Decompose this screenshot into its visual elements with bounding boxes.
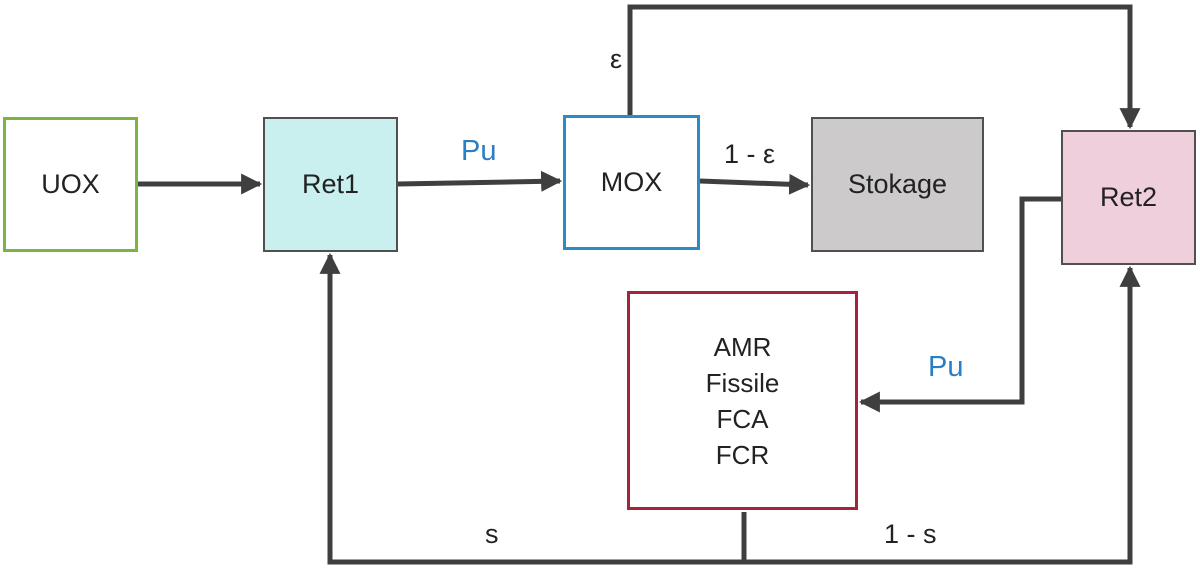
node-uox-label: UOX xyxy=(41,169,100,199)
arrow-ret2-to-reactor xyxy=(858,196,1061,413)
edge-label-reactor-ret2: 1 - s xyxy=(884,519,937,549)
reactor-line-amr: AMR xyxy=(713,331,772,362)
arrow-reactor-to-ret2 xyxy=(744,265,1141,565)
node-mox-label: MOX xyxy=(600,167,663,197)
reactor-line-fcr: FCR xyxy=(715,439,770,470)
arrow-ret1-to-mox xyxy=(397,170,563,192)
arrow-mox-to-ret2 xyxy=(627,4,1141,130)
reactor-line-fca: FCA xyxy=(716,403,769,434)
node-ret1-label: Ret1 xyxy=(301,169,360,199)
node-stokage-label: Stokage xyxy=(847,169,948,199)
arrow-reactor-to-ret1 xyxy=(319,252,747,565)
node-mox: MOX xyxy=(563,115,700,250)
node-ret2: Ret2 xyxy=(1061,130,1196,265)
reactor-line-fissile: Fissile xyxy=(705,367,780,398)
arrow-mox-to-stokage xyxy=(699,173,811,195)
edge-label-mox-ret2: ε xyxy=(610,44,623,74)
node-ret1: Ret1 xyxy=(263,117,398,252)
edge-label-ret2-reactor: Pu xyxy=(928,351,964,383)
edge-label-reactor-ret1: s xyxy=(485,519,499,549)
node-stokage: Stokage xyxy=(811,117,984,252)
node-reactor: AMR Fissile FCA FCR xyxy=(627,291,858,510)
edge-label-ret1-mox: Pu xyxy=(461,135,497,167)
edge-label-mox-stokage: 1 - ε xyxy=(724,139,776,169)
node-ret2-label: Ret2 xyxy=(1099,182,1158,212)
node-uox: UOX xyxy=(3,117,138,252)
